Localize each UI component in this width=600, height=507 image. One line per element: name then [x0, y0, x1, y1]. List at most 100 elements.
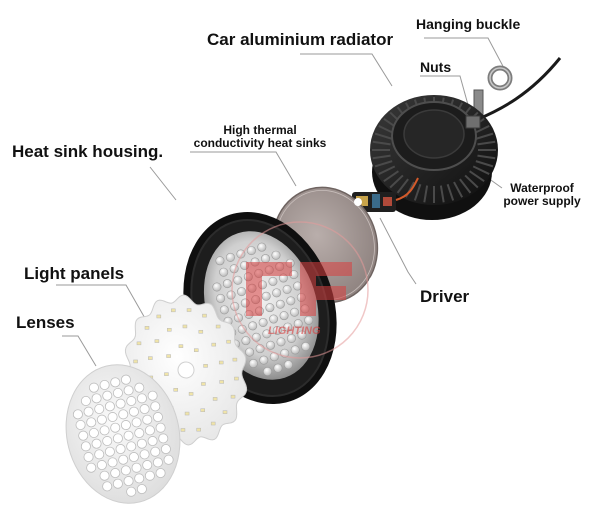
panel-led: [178, 344, 184, 348]
leader-radiator: [300, 53, 393, 87]
lens-cell: [110, 422, 121, 433]
lens-cell: [118, 409, 129, 420]
lens-cell: [104, 401, 115, 412]
radiator-fin: [472, 165, 490, 175]
housing-led: [283, 360, 293, 370]
housing-led: [301, 341, 311, 351]
panel-led: [154, 339, 160, 343]
panel-led: [196, 427, 201, 432]
housing-led: [216, 293, 226, 303]
lens-cell: [142, 460, 153, 471]
housing-led: [290, 345, 300, 355]
housing-led: [293, 319, 303, 329]
lens-cell: [136, 393, 147, 404]
lens-cell: [139, 449, 150, 460]
radiator-fin: [372, 154, 391, 160]
panel-led: [200, 408, 205, 412]
lens-cell: [136, 484, 147, 495]
lens-cell: [128, 406, 139, 417]
panel-led: [212, 397, 218, 401]
radiator-fin: [378, 165, 396, 175]
housing-led: [215, 256, 225, 266]
housing-led: [237, 287, 247, 297]
lens-cell: [147, 436, 158, 447]
lens-cell: [91, 393, 102, 404]
lens-cell: [99, 425, 110, 436]
lens-cell: [112, 388, 123, 399]
lens-cell: [96, 414, 107, 425]
leader-driver: [379, 217, 417, 285]
watermark-logo: [231, 221, 369, 359]
housing-led: [276, 337, 286, 347]
radiator-fin: [469, 170, 485, 182]
lens-cell: [86, 417, 97, 428]
housing-led: [269, 314, 279, 324]
lens-cell: [134, 428, 145, 439]
housing-led: [248, 321, 258, 331]
leader-housing: [149, 166, 177, 201]
lens-cell: [102, 436, 113, 447]
housing-led: [273, 363, 283, 373]
lens-cell: [107, 457, 118, 468]
panel-led: [222, 410, 228, 414]
lens-cell: [131, 462, 142, 473]
lens-cell: [144, 470, 155, 481]
lens-cell: [131, 417, 142, 428]
label-light-panels: Light panels: [24, 264, 125, 283]
lens-cell: [88, 382, 99, 393]
radiator-fin: [389, 174, 404, 189]
housing-led: [297, 330, 307, 340]
leader-lenses: [62, 335, 97, 367]
panel-led: [230, 394, 236, 399]
housing-led: [261, 291, 271, 301]
lens-cell: [123, 476, 134, 487]
housing-led: [222, 279, 232, 289]
panel-led: [210, 421, 216, 426]
radiator-fin: [475, 132, 494, 140]
housing-led: [225, 252, 235, 262]
lens-cell: [120, 420, 131, 431]
lens-cell: [112, 433, 123, 444]
lens-cell: [118, 454, 129, 465]
housing-led: [262, 329, 272, 339]
lens-cell: [102, 481, 113, 492]
lens-cell: [128, 452, 139, 463]
label-waterproof-power-supply: Waterproof power supply: [494, 182, 590, 208]
radiator-fin: [413, 183, 422, 201]
label-waterproof-line2: power supply: [503, 194, 581, 208]
radiator-fin: [439, 185, 445, 203]
lens-plate: [65, 364, 181, 504]
lens-cell: [150, 401, 161, 412]
label-hanging-buckle: Hanging buckle: [416, 16, 521, 32]
panel-led: [144, 326, 150, 330]
lens-cell: [78, 430, 89, 441]
label-waterproof-line1: Waterproof: [510, 181, 574, 195]
housing-led: [212, 282, 222, 292]
housing-led: [246, 246, 256, 256]
lens-cell: [152, 457, 163, 468]
radiator-fin: [477, 140, 496, 146]
lens-cell: [83, 406, 94, 417]
housing-led: [258, 317, 268, 327]
lens-cell: [94, 404, 105, 415]
housing-led: [233, 275, 243, 285]
panel-led: [186, 308, 192, 312]
power-supply-radiator: [370, 95, 498, 220]
housing-led: [219, 267, 229, 277]
panel-led: [215, 324, 221, 329]
label-heat-sink-housing: Heat sink housing.: [12, 142, 164, 161]
lens-cell: [80, 395, 91, 406]
lens-cell: [123, 430, 134, 441]
label-car-aluminium-radiator: Car aluminium radiator: [207, 30, 394, 49]
housing-led: [259, 355, 269, 365]
panel-led: [202, 313, 207, 318]
lens-cell: [120, 465, 131, 476]
lens-cell: [99, 379, 110, 390]
housing-led: [286, 296, 296, 306]
lens-cell: [158, 433, 169, 444]
lens-cell: [136, 438, 147, 449]
lens-cell: [107, 412, 118, 423]
radiator-fin: [374, 132, 393, 140]
radiator-fin: [446, 183, 455, 201]
label-driver: Driver: [420, 287, 470, 306]
